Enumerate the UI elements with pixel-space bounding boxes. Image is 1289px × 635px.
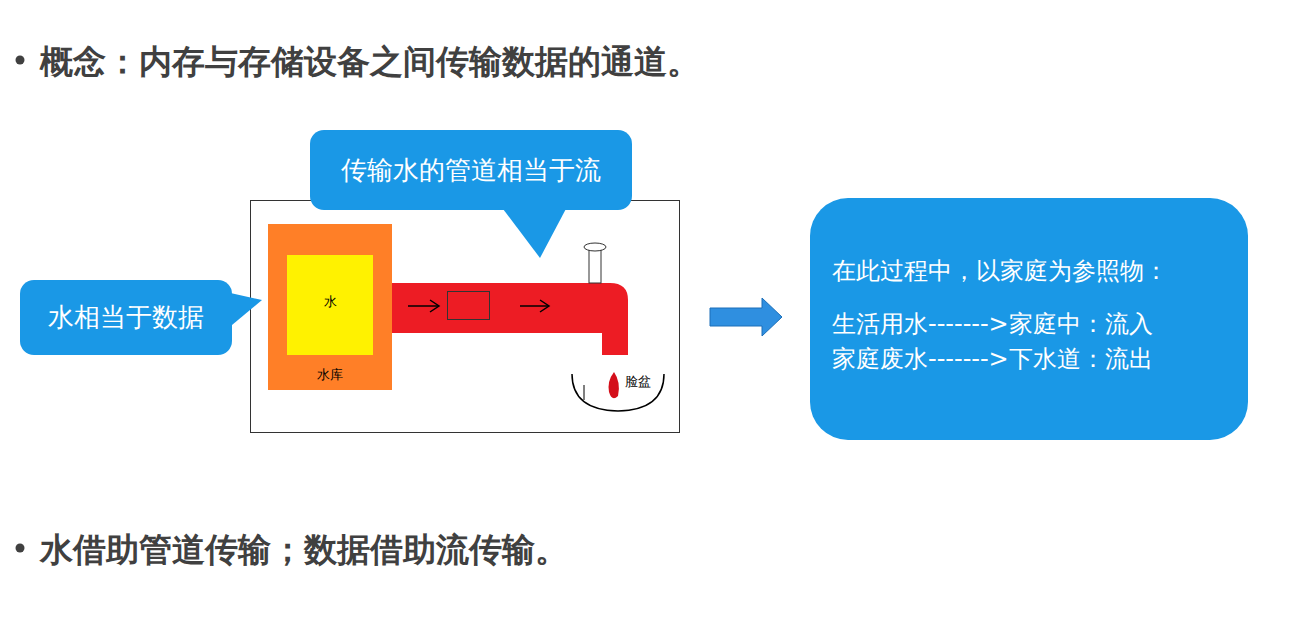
bullet — [16, 544, 25, 553]
note-line: 家庭废水------->下水道：流出 — [832, 344, 1230, 375]
callout-box: 水相当于数据 — [20, 280, 232, 355]
faucet-handle — [584, 243, 606, 251]
note-box: 在此过程中，以家庭为参照物： 生活用水------->家庭中：流入家庭废水----… — [810, 198, 1248, 440]
title: 概念：内存与存储设备之间传输数据的通道。 — [40, 40, 700, 85]
data-packet — [448, 292, 490, 320]
bullet — [16, 56, 25, 65]
note-line: 生活用水------->家庭中：流入 — [832, 309, 1230, 340]
node-label: 水 — [287, 293, 373, 311]
reservoir-box: 水库水 — [268, 224, 392, 390]
flow-arrow — [408, 305, 438, 307]
callout-box: 传输水的管道相当于流 — [310, 130, 632, 210]
flow-arrow — [540, 300, 549, 312]
caption: 水借助管道传输；数据借助流传输。 — [40, 528, 568, 573]
block-arrow — [710, 298, 782, 336]
illustration-frame — [251, 201, 680, 433]
note-heading: 在此过程中，以家庭为参照物： — [832, 256, 1230, 287]
water-box: 水 — [287, 255, 373, 355]
faucet-handle — [589, 250, 601, 283]
node-label: 水库 — [268, 366, 392, 384]
callout-pointer — [500, 205, 568, 258]
block-arrow — [710, 298, 782, 336]
flow-arrow — [520, 305, 548, 307]
flow-arrow — [430, 300, 439, 312]
pipe — [355, 283, 628, 355]
water-drop — [609, 372, 619, 398]
node-label: 传输水的管道相当于流 — [341, 153, 601, 188]
basin-label: 脸盆 — [625, 373, 651, 391]
basin — [584, 385, 585, 400]
node-label: 水相当于数据 — [48, 300, 204, 335]
